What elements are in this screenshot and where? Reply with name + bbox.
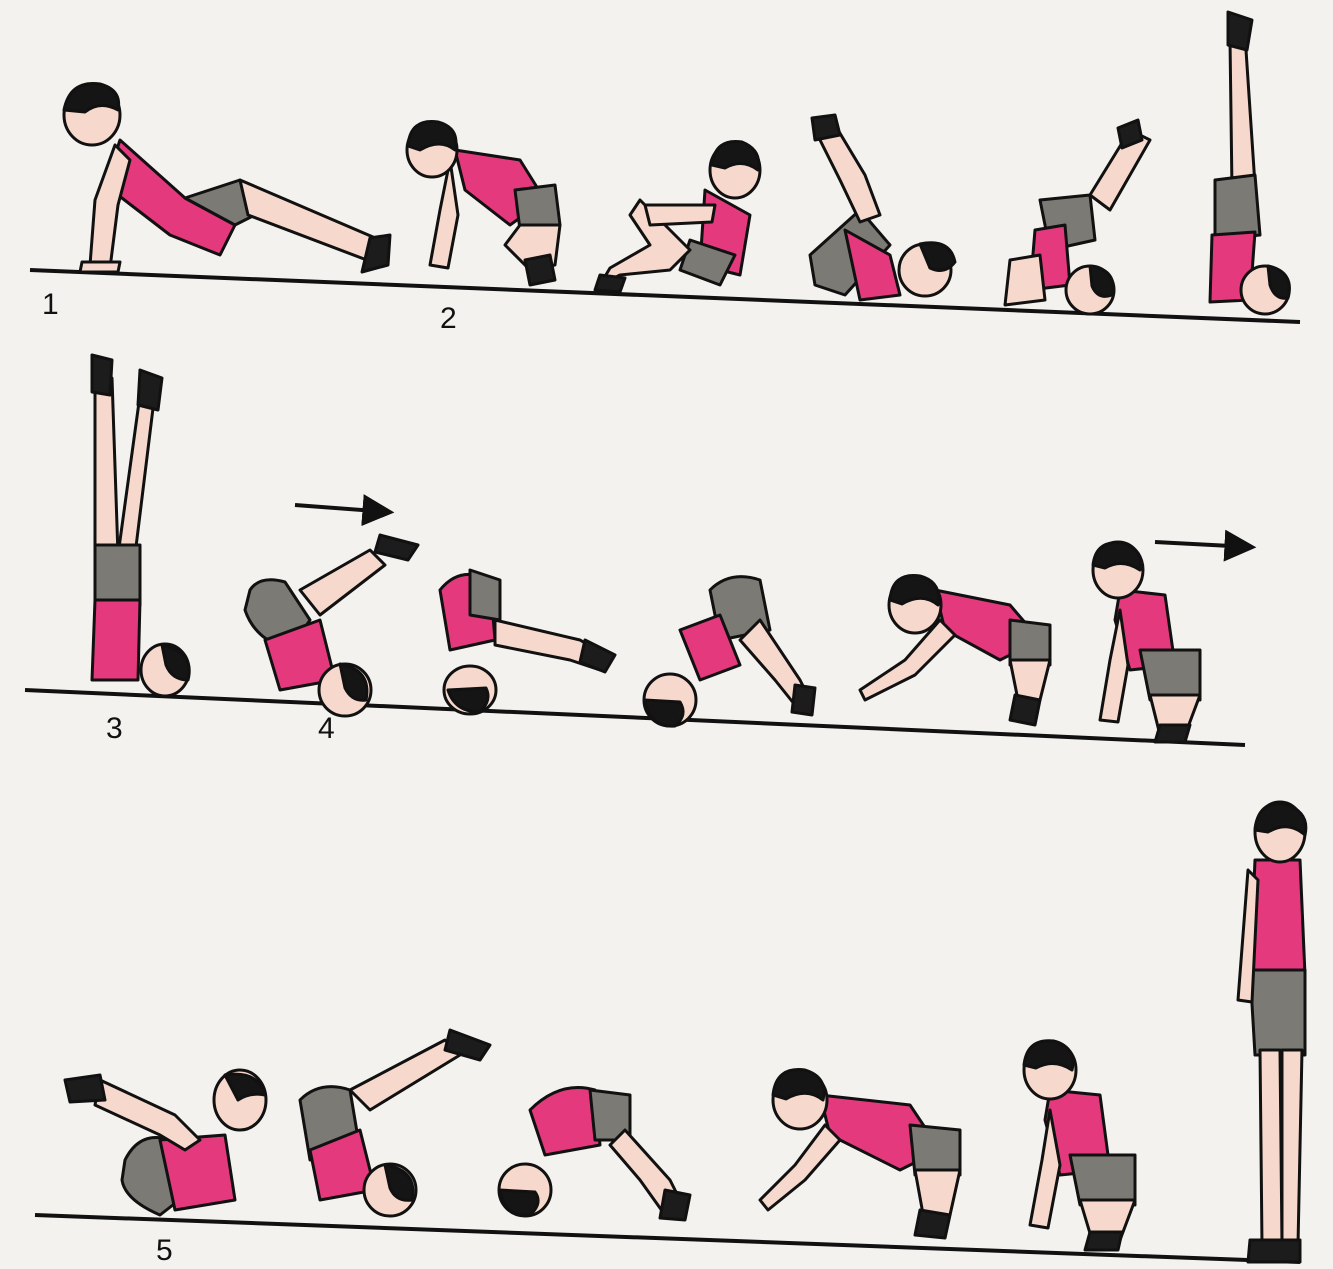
floor-line-2 xyxy=(25,690,1245,745)
figure-number-4: 4 xyxy=(318,712,335,746)
figure-seated-tuck xyxy=(595,141,760,292)
arrow-right-icon xyxy=(295,505,388,512)
figure-squat-upright xyxy=(1093,542,1200,742)
figure-squat-reach-2 xyxy=(760,1070,960,1238)
figure-number-1: 1 xyxy=(42,288,59,322)
figure-squat-reach xyxy=(860,576,1050,726)
figure-number-5: 5 xyxy=(156,1234,173,1268)
figure-roll-back-2 xyxy=(300,1030,490,1216)
figure-standing xyxy=(1238,802,1306,1262)
figure-crouch-forward xyxy=(407,122,560,286)
figure-plank xyxy=(64,84,390,272)
figure-number-2: 2 xyxy=(440,302,457,336)
figure-shoulder-stand xyxy=(1210,12,1289,314)
figure-backward-roll xyxy=(245,535,418,716)
figure-tuck-back xyxy=(65,1070,266,1215)
arrow-right-icon xyxy=(1155,542,1250,547)
figure-roll-through xyxy=(440,570,615,714)
figure-candle xyxy=(92,355,189,696)
figure-shoulder-roll xyxy=(1005,120,1150,314)
figure-to-knees xyxy=(644,577,815,726)
figure-squat-upright-2 xyxy=(1024,1041,1135,1250)
figure-roll-back xyxy=(810,115,955,300)
figure-roll-through-2 xyxy=(499,1088,690,1221)
figure-number-3: 3 xyxy=(106,712,123,746)
